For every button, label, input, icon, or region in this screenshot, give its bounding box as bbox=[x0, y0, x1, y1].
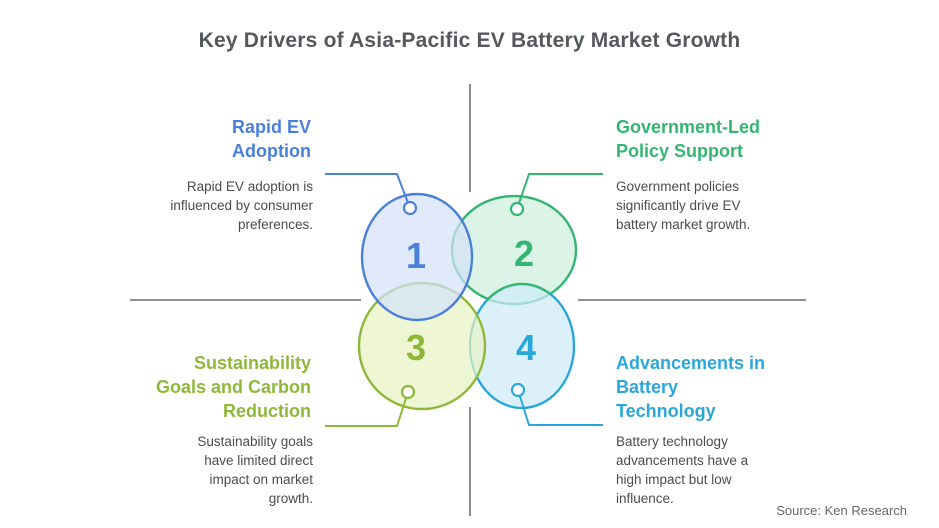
description-ev-adoption: Rapid EV adoption is influenced by consu… bbox=[170, 179, 313, 232]
step-number-1: 1 bbox=[406, 235, 426, 276]
heading-ev-adoption: Rapid EV Adoption bbox=[231, 117, 311, 161]
connector-dot-policy-support bbox=[509, 201, 525, 217]
heading-battery-tech: Advancements in Battery Technology bbox=[616, 353, 766, 421]
connector-line-sustainability bbox=[325, 391, 409, 427]
connector-line-battery-tech bbox=[517, 389, 603, 426]
description-battery-tech: Battery technology advancements have a h… bbox=[616, 434, 749, 506]
circle-ev-adoption bbox=[360, 192, 474, 322]
page-title: Key Drivers of Asia-Pacific EV Battery M… bbox=[198, 29, 741, 52]
step-number-2: 2 bbox=[514, 233, 534, 274]
source-attribution: Source: Ken Research bbox=[776, 503, 907, 518]
step-number-3: 3 bbox=[406, 327, 426, 368]
connector-line-ev-adoption bbox=[325, 173, 411, 209]
connector-line-policy-support bbox=[516, 173, 603, 210]
heading-policy-support: Government-Led Policy Support bbox=[616, 117, 761, 161]
connector-dot-sustainability bbox=[400, 384, 416, 400]
description-sustainability: Sustainability goals have limited direct… bbox=[197, 434, 313, 506]
connector-dot-battery-tech bbox=[510, 382, 526, 398]
connector-dot-ev-adoption bbox=[402, 200, 418, 216]
heading-sustainability: Sustainability Goals and Carbon Reductio… bbox=[155, 353, 311, 421]
description-policy-support: Government policies significantly drive … bbox=[616, 179, 751, 232]
step-number-4: 4 bbox=[516, 327, 536, 368]
circle-battery-tech-fill bbox=[470, 284, 574, 408]
